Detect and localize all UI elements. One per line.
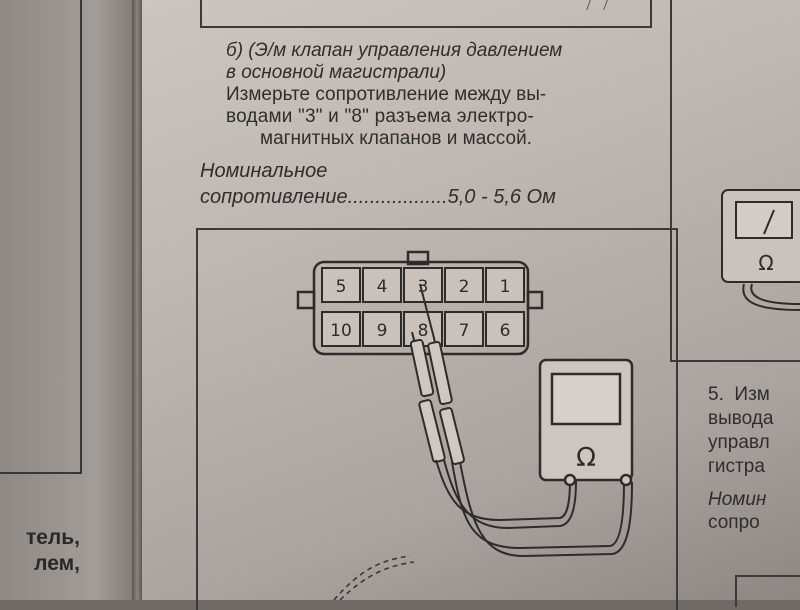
right-page-text: 5. Изм вывода управл гистра Номин сопро bbox=[708, 383, 773, 535]
lead-1 bbox=[435, 459, 571, 522]
connector-pin-cell bbox=[444, 267, 484, 303]
left-fragment-1: тель, bbox=[25, 526, 80, 549]
connector-pin-label: 5 bbox=[336, 277, 347, 297]
right-line-1: Изм bbox=[734, 384, 770, 405]
resistance-dots: .................. bbox=[347, 186, 448, 208]
connector-pin-label: 2 bbox=[459, 277, 470, 297]
left-page-text: тель, лем, bbox=[0, 525, 80, 577]
test-probes bbox=[409, 283, 465, 465]
connector-pin-label: 9 bbox=[377, 321, 388, 341]
connector-pin-cell bbox=[485, 311, 525, 347]
connector-pin-label: 7 bbox=[459, 321, 470, 341]
right-figure-frame-2 bbox=[735, 575, 800, 607]
connector-pin-cell bbox=[403, 311, 443, 347]
section-text: б) (Э/м клапан управления давлением в ос… bbox=[206, 40, 562, 150]
connector-pin-label: 4 bbox=[377, 277, 388, 297]
probe-grip-3 bbox=[418, 399, 446, 463]
right-mini-meter bbox=[721, 189, 800, 311]
section-heading-line-2: в основной магистрали) bbox=[226, 62, 447, 83]
book-binding bbox=[132, 0, 142, 600]
connector-pin-cell bbox=[444, 311, 484, 347]
resistance-label: сопротивление bbox=[200, 186, 348, 208]
section-heading-line-1: б) (Э/м клапан управления давлением bbox=[226, 40, 563, 61]
connector-pin-label: 8 bbox=[418, 321, 429, 341]
resistance-spec: сопротивление..................5,0 - 5,6… bbox=[200, 186, 556, 209]
instruction-line-2: водами "3" и "8" разъема электро- bbox=[226, 106, 534, 127]
resistance-value: 5,0 - 5,6 Ом bbox=[447, 186, 556, 208]
connector-pin-label: 1 bbox=[500, 277, 511, 297]
instruction-line-3: магнитных клапанов и массой. bbox=[260, 128, 532, 149]
connector-right-tab bbox=[526, 290, 544, 310]
left-fragment-2: лем, bbox=[34, 552, 80, 575]
right-ohm-symbol: Ω bbox=[758, 251, 773, 275]
nominal-label: Номинальное bbox=[200, 160, 328, 182]
right-nominal: Номин bbox=[708, 489, 767, 510]
right-figure-frame bbox=[670, 0, 800, 362]
connector-pin-cell bbox=[321, 267, 361, 303]
dashed-guide bbox=[333, 555, 411, 600]
right-line-4: гистра bbox=[708, 456, 765, 477]
connector-latch bbox=[406, 250, 430, 266]
connector-pins: 5 4 3 2 1 10 9 8 7 6 bbox=[321, 267, 525, 347]
ohmmeter-terminal-left bbox=[563, 473, 577, 487]
lead-2 bbox=[451, 461, 625, 550]
right-resist: сопро bbox=[708, 512, 760, 533]
connector-left-tab bbox=[296, 290, 316, 310]
diagram-frame bbox=[196, 228, 678, 610]
right-step-number: 5. bbox=[708, 384, 724, 405]
probe-handle-8 bbox=[409, 338, 435, 398]
connector-pin-cell bbox=[362, 267, 402, 303]
ohmmeter bbox=[538, 358, 634, 487]
lead-2b bbox=[459, 461, 633, 558]
ohmmeter-terminal-right bbox=[619, 473, 633, 487]
connector-pin-cell bbox=[321, 311, 361, 347]
probe-handle-3 bbox=[427, 340, 453, 406]
lead-1b bbox=[443, 459, 577, 530]
connector-pin-label: 6 bbox=[500, 321, 511, 341]
right-step-line: 5. Изм bbox=[708, 383, 773, 407]
ohm-symbol: Ω bbox=[576, 443, 596, 473]
connector-pin-label: 3 bbox=[418, 277, 429, 297]
right-line-2: вывода bbox=[708, 408, 774, 429]
ohmmeter-display bbox=[550, 372, 622, 426]
previous-figure-frame bbox=[200, 0, 652, 28]
instruction-line-1: Измерьте сопротивление между вы- bbox=[226, 84, 547, 105]
connector-pin-cell bbox=[485, 267, 525, 303]
left-figure-frame bbox=[0, 0, 82, 474]
right-line-3: управл bbox=[708, 432, 770, 453]
dashed-guide-2 bbox=[339, 561, 415, 600]
connector-pin-label: 10 bbox=[330, 321, 352, 341]
test-leads bbox=[435, 459, 633, 558]
connector-pin-cell bbox=[362, 311, 402, 347]
left-page: тель, лем, bbox=[0, 0, 138, 600]
probe-grip-8 bbox=[439, 407, 465, 465]
